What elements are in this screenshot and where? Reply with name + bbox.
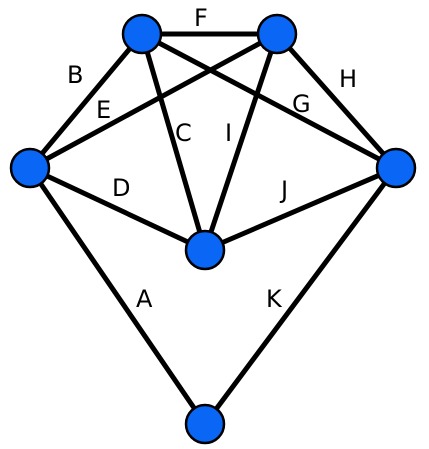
edge-j (202, 165, 399, 253)
edge-label-c: C (175, 119, 192, 147)
node-top-left (121, 13, 163, 55)
nodes (9, 13, 417, 445)
edge-labels: A B C D E F G H I J K (67, 4, 357, 313)
node-left (9, 147, 51, 189)
edge-d (27, 165, 208, 253)
edge-i (202, 31, 280, 253)
edge-label-d: D (112, 174, 130, 202)
edges (27, 31, 399, 427)
edge-label-h: H (339, 65, 357, 93)
edge-a (27, 165, 208, 427)
edge-k (202, 165, 399, 427)
edge-label-j: J (279, 176, 288, 204)
edge-label-g: G (292, 90, 311, 118)
edge-label-i: I (225, 119, 232, 147)
edge-c (139, 31, 208, 253)
edge-h (274, 31, 399, 171)
edge-label-a: A (136, 285, 153, 313)
edge-label-e: E (96, 96, 111, 124)
edge-b (27, 31, 145, 171)
edge-e (27, 31, 280, 171)
edge-g (139, 31, 399, 171)
edge-label-k: K (266, 285, 283, 313)
node-top-right (256, 13, 298, 55)
node-bottom (184, 403, 226, 445)
node-right (375, 147, 417, 189)
node-center (184, 229, 226, 271)
edge-label-b: B (67, 61, 83, 89)
edge-label-f: F (194, 4, 208, 32)
